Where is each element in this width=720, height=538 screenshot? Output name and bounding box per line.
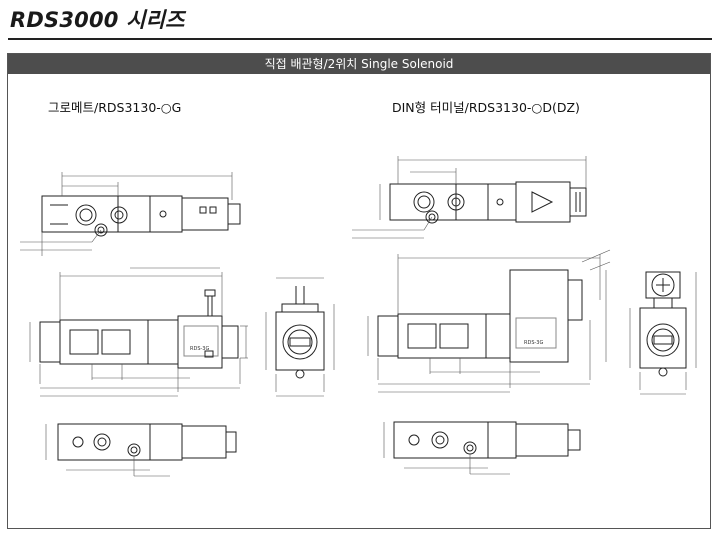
din-terminal-variant-label: DIN형 터미널/RDS3130-○D(DZ) [392,100,580,115]
din-bottom-view [383,421,581,475]
grommet-bottom-view [45,423,237,477]
din-side-view [629,271,697,395]
page-title: RDS3000 시리즈 [10,8,185,32]
din-front-view: RDS-3G [367,249,611,393]
grommet-front-view: RDS-3G [29,267,248,397]
din-top-view [352,156,587,239]
nameplate-model-text: RDS-3G [190,346,209,352]
drawing-sheet: 직접 배관형/2위치 Single Solenoid 그로메트/RDS3130-… [7,53,711,529]
grommet-top-view [20,172,241,256]
din-nameplate-model-text: RDS-3G [524,340,543,346]
title-rule [8,38,712,40]
grommet-side-view [265,277,335,397]
grommet-variant-label: 그로메트/RDS3130-○G [48,100,182,115]
section-header: 직접 배관형/2위치 Single Solenoid [8,54,710,74]
